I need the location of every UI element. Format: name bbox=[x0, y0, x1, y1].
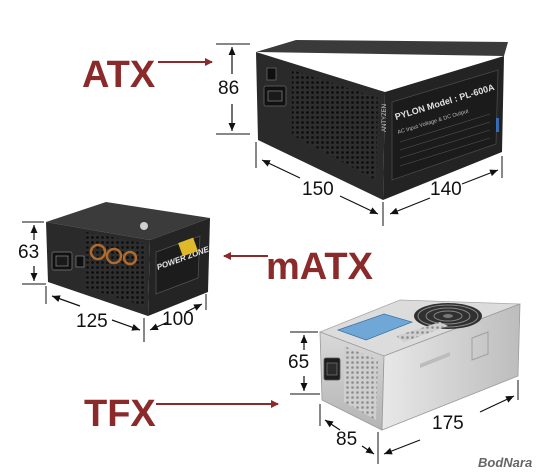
tfx-front-vent bbox=[344, 346, 378, 420]
matx-psu-image: POWER ZONE bbox=[46, 202, 211, 316]
atx-width-value: 150 bbox=[302, 179, 334, 200]
matx-cert-badge bbox=[140, 222, 148, 230]
matx-height-value: 63 bbox=[18, 242, 40, 263]
atx-brand-text: ANTYZEN bbox=[382, 104, 388, 132]
matx-yellow-sticker bbox=[178, 237, 198, 257]
matx-vent-grill bbox=[86, 232, 146, 306]
atx-height-value: 86 bbox=[218, 78, 240, 99]
atx-height-dimension bbox=[216, 43, 250, 135]
matx-height-dimension bbox=[22, 221, 46, 285]
watermark: BodNara bbox=[478, 455, 533, 470]
tfx-depth-value: 175 bbox=[432, 413, 464, 434]
tfx-width-dimension bbox=[319, 404, 379, 464]
tfx-height-value: 65 bbox=[288, 352, 310, 373]
atx-depth-value: 140 bbox=[430, 179, 462, 200]
tfx-blue-label bbox=[336, 313, 414, 341]
tfx-label: TFX bbox=[84, 393, 156, 435]
tfx-height-dimension bbox=[290, 331, 320, 395]
matx-depth-dimension bbox=[149, 294, 207, 331]
matx-power-switch bbox=[75, 255, 85, 268]
atx-psu-image: PYLON Model : PL-600A ANTYZEN AC Input V… bbox=[256, 40, 508, 200]
matx-top-face bbox=[46, 202, 210, 240]
tfx-width-value: 85 bbox=[336, 429, 358, 450]
atx-label: ATX bbox=[82, 54, 156, 96]
atx-width-dimension bbox=[255, 142, 384, 226]
matx-width-value: 125 bbox=[76, 311, 108, 332]
atx-power-switch bbox=[266, 67, 277, 81]
matx-depth-value: 100 bbox=[162, 309, 194, 330]
tfx-depth-dimension bbox=[383, 380, 519, 455]
atx-depth-dimension bbox=[389, 156, 503, 215]
atx-top-face bbox=[256, 40, 508, 56]
matx-width-dimension bbox=[45, 286, 145, 342]
matx-label: mATX bbox=[266, 246, 373, 288]
tfx-psu-image bbox=[318, 299, 521, 431]
atx-vent-grill bbox=[292, 70, 378, 180]
